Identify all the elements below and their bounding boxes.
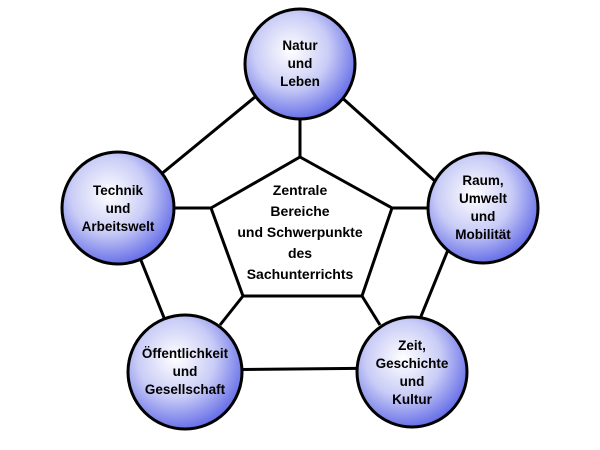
node-zeit-geschichte-kultur: Zeit, Geschichte und Kultur (355, 315, 469, 429)
node-technik-arbeitswelt: Technik und Arbeitswelt (60, 150, 176, 266)
node-label-line: Raum, (462, 173, 503, 188)
node-label-line: Gesellschaft (145, 382, 226, 397)
node-raum-umwelt-mobilitaet: Raum, Umwelt und Mobilität (426, 151, 540, 265)
node-circle (60, 150, 176, 266)
node-circle (243, 7, 357, 121)
center-line: Bereiche (270, 203, 329, 219)
node-circle (126, 313, 244, 431)
node-label-line: Technik (93, 183, 144, 198)
spoke-bottom-left (218, 295, 245, 326)
spoke-bottom-right (360, 295, 382, 326)
node-natur-und-leben: Natur und Leben (243, 7, 357, 121)
node-label-line: und (106, 201, 131, 216)
node-label-line: und (400, 374, 425, 389)
node-label-line: Geschichte (376, 356, 449, 371)
node-oeffentlichkeit-gesellschaft: Öffentlichkeit und Gesellschaft (126, 313, 244, 431)
node-circle (426, 151, 540, 265)
center-line: Zentrale (273, 182, 328, 198)
node-label-line: Leben (280, 74, 320, 89)
node-label-line: Umwelt (459, 191, 508, 206)
inner-pentagon (209, 155, 394, 298)
center-title: Zentrale Bereiche und Schwerpunkte des S… (237, 182, 362, 282)
center-line: des (288, 245, 312, 261)
node-label-line: Zeit, (398, 338, 426, 353)
node-label-line: Natur (282, 38, 318, 53)
node-label-line: Öffentlichkeit (142, 346, 229, 361)
center-line: Sachunterrichts (247, 266, 354, 282)
center-line: und Schwerpunkte (237, 224, 362, 240)
node-label-line: und (288, 56, 313, 71)
node-label-line: und (173, 364, 198, 379)
node-label-line: Arbeitswelt (82, 219, 155, 234)
node-label-line: Kultur (392, 392, 432, 407)
node-label-line: Mobilität (455, 227, 511, 242)
node-label-line: und (471, 209, 496, 224)
node-circle (355, 315, 469, 429)
